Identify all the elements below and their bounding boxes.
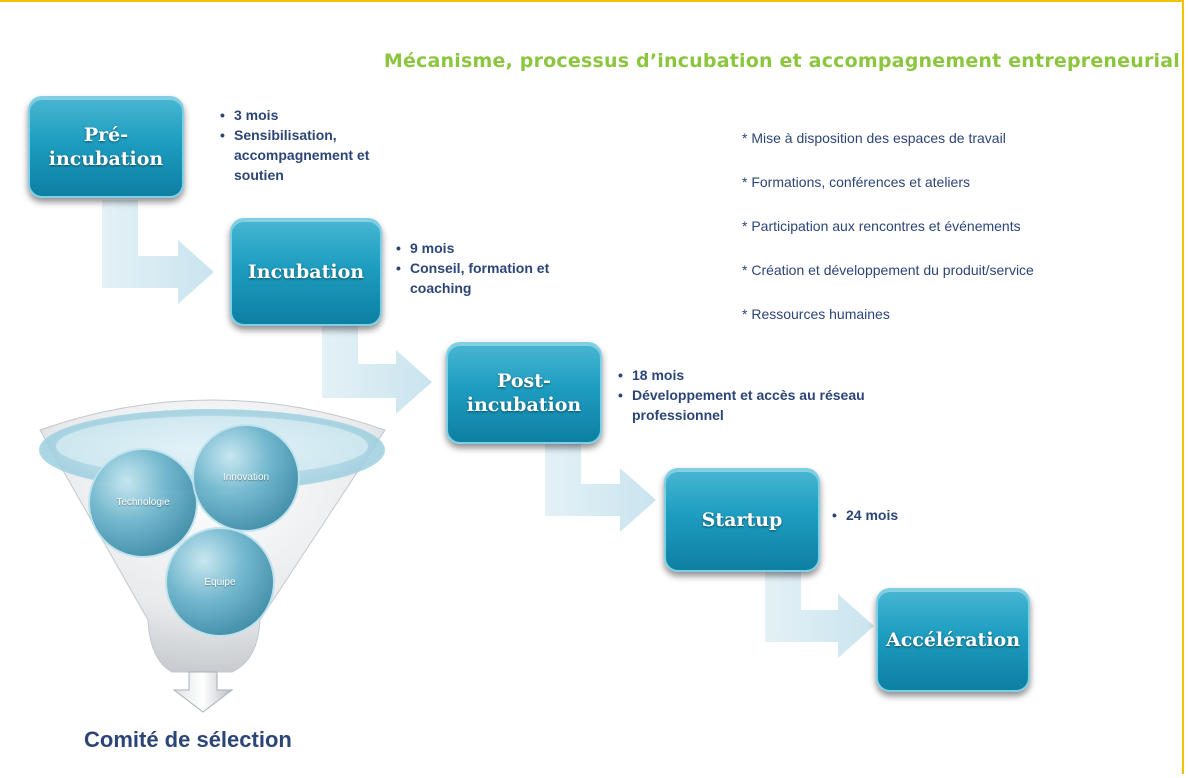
stage-acceleration-box: Accélération	[876, 588, 1030, 692]
stage-label: Pré-	[83, 124, 129, 146]
service-item: * Participation aux rencontres et événem…	[742, 218, 1021, 234]
equipe-ball	[165, 527, 275, 637]
duration-text: 18 mois	[618, 365, 888, 385]
selection-committee-label: Comité de sélection	[84, 727, 292, 752]
duration-text: 3 mois	[220, 105, 420, 125]
stage-label: Post-	[497, 370, 551, 392]
service-item: * Mise à disposition des espaces de trav…	[742, 130, 1006, 146]
duration-text: 9 mois	[396, 238, 586, 258]
stage-startup-box: Startup	[664, 468, 820, 572]
services-list: * Mise à disposition des espaces de trav…	[742, 128, 1034, 348]
stage-3-details: 18 mois Développement et accès au réseau…	[618, 365, 888, 425]
stage-4-details: 24 mois	[832, 505, 952, 525]
connector-arrow-4	[765, 572, 874, 658]
stage-label: Startup	[701, 509, 783, 531]
description-text: Sensibilisation, accompagnement et souti…	[220, 125, 420, 185]
page-title: Mécanisme, processus d’incubation et acc…	[383, 50, 1180, 72]
stage-label: incubation	[48, 148, 164, 170]
service-item: * Ressources humaines	[742, 306, 890, 322]
stage-post-incubation-box: Post- incubation	[446, 342, 602, 444]
service-item: * Création et développement du produit/s…	[742, 262, 1034, 278]
stage-label: incubation	[466, 394, 582, 416]
stage-pre-incubation-box: Pré- incubation	[28, 96, 184, 198]
funnel-down-arrow	[172, 671, 234, 713]
connector-arrow-1	[102, 200, 214, 304]
description-text: Conseil, formation et coaching	[396, 258, 586, 298]
service-item: * Formations, conférences et ateliers	[742, 174, 970, 190]
description-text: Développement et accès au réseau profess…	[618, 385, 888, 425]
stage-incubation-box: Incubation	[230, 218, 382, 326]
stage-1-details: 3 mois Sensibilisation, accompagnement e…	[220, 105, 420, 185]
stage-2-details: 9 mois Conseil, formation et coaching	[396, 238, 586, 298]
connector-arrow-2	[322, 326, 432, 414]
criterion-innovation: Innovation	[222, 472, 270, 483]
stage-label: Incubation	[247, 261, 365, 283]
criterion-equipe: Equipe	[204, 577, 236, 588]
duration-text: 24 mois	[832, 505, 952, 525]
stage-label: Accélération	[885, 629, 1021, 651]
innovation-ball	[192, 424, 300, 532]
technologie-ball	[88, 448, 198, 558]
criterion-technologie: Technologie	[116, 497, 170, 508]
connector-arrow-3	[545, 444, 656, 532]
